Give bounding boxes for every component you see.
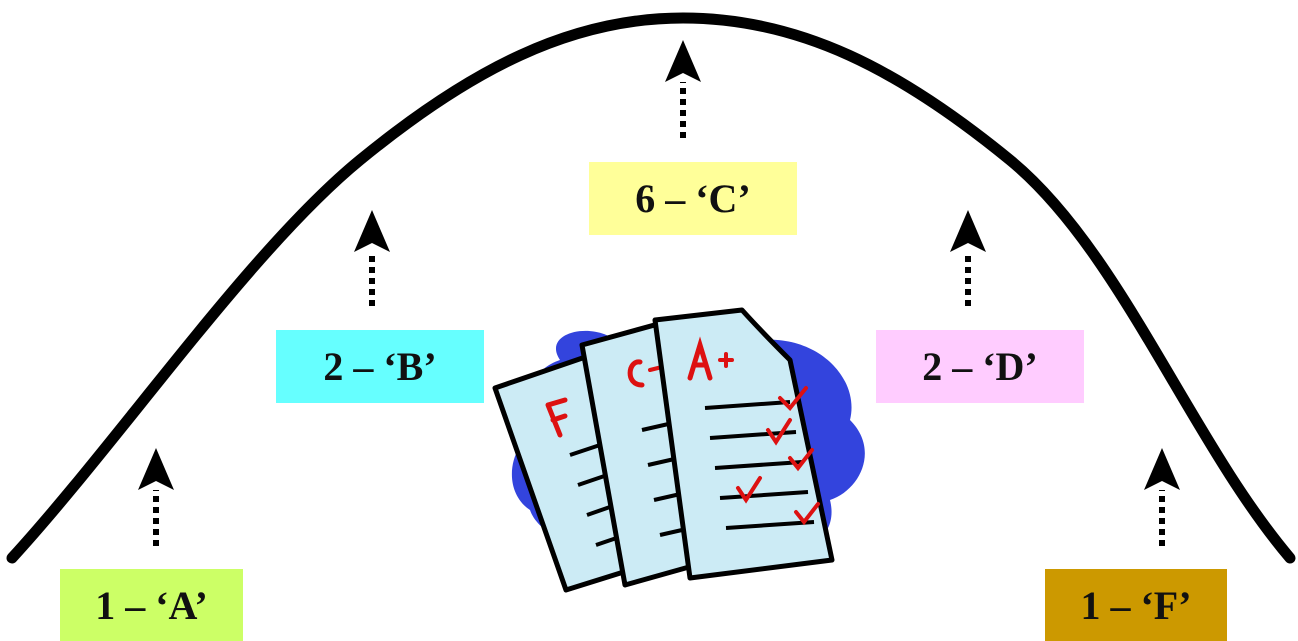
paper-a-plus <box>652 307 835 581</box>
arrow-b <box>354 210 390 306</box>
arrow-d <box>950 210 986 306</box>
arrow-f <box>1144 448 1180 546</box>
grade-a-label: 1 – ‘A’ <box>60 569 243 641</box>
grade-f-label: 1 – ‘F’ <box>1045 569 1227 641</box>
graded-papers-clipart <box>492 307 865 593</box>
arrow-a <box>138 448 174 546</box>
grade-b-label: 2 – ‘B’ <box>276 330 484 403</box>
bell-curve <box>6 12 1296 564</box>
grade-d-label: 2 – ‘D’ <box>876 330 1084 403</box>
arrow-c <box>665 40 701 138</box>
grade-c-label: 6 – ‘C’ <box>589 162 797 235</box>
